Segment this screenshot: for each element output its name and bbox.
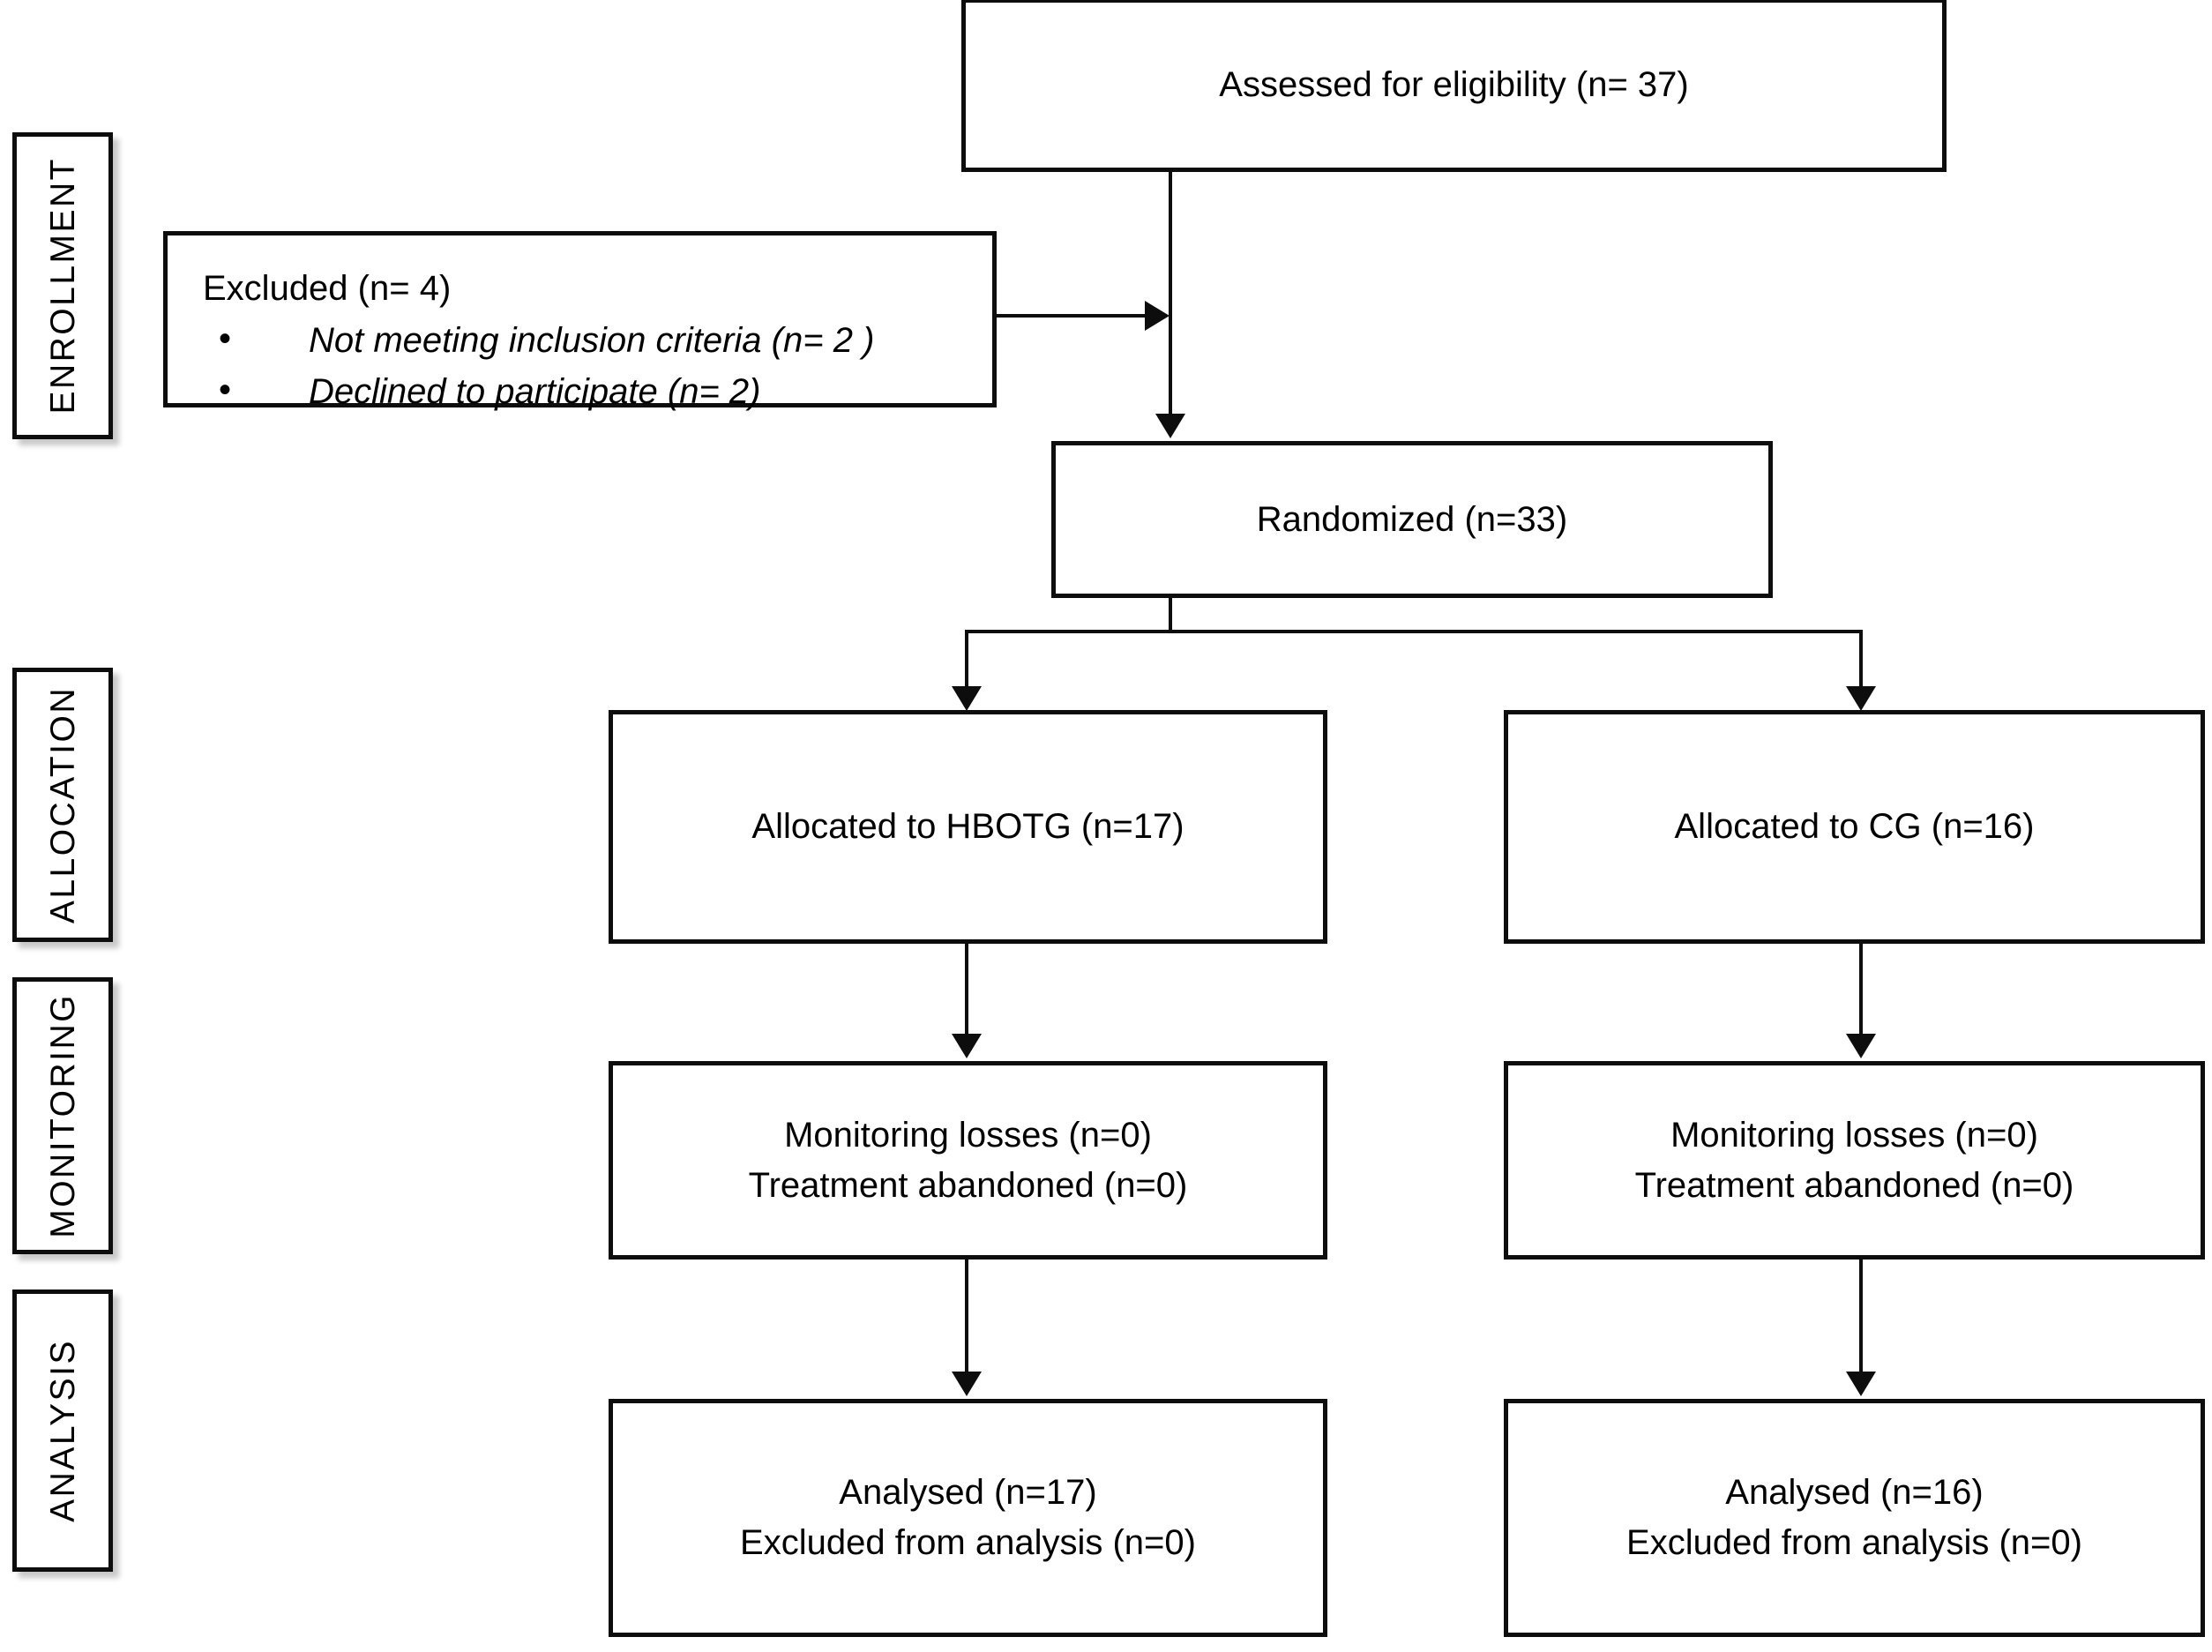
arrowhead-into-monitor-left [952, 1034, 982, 1058]
node-text: Monitoring losses (n=0) Treatment abando… [1634, 1115, 2074, 1205]
stage-label-text: ENROLLMENT [43, 157, 82, 415]
node-text: Analysed (n=17) Excluded from analysis (… [740, 1473, 1196, 1562]
connector-alloc-right-to-monitor-right [1859, 944, 1863, 1036]
node-analysed-cg: Analysed (n=16) Excluded from analysis (… [1504, 1399, 2205, 1637]
connector-fork-right-drop [1859, 630, 1863, 690]
arrowhead-into-randomized [1155, 414, 1185, 438]
stage-label-enrollment: ENROLLMENT [12, 132, 113, 439]
list-item: Declined to participate (n= 2) [203, 364, 992, 417]
node-text: Monitoring losses (n=0) Treatment abando… [748, 1115, 1188, 1205]
stage-label-analysis: ANALYSIS [12, 1289, 113, 1572]
list-item: Not meeting inclusion criteria (n= 2 ) [203, 313, 992, 366]
node-monitoring-cg: Monitoring losses (n=0) Treatment abando… [1504, 1061, 2205, 1260]
stage-label-text: ANALYSIS [43, 1339, 82, 1522]
node-text: Randomized (n=33) [1256, 499, 1568, 539]
excluded-reason-list: Not meeting inclusion criteria (n= 2 ) D… [203, 313, 992, 417]
excluded-title: Excluded (n= 4) [203, 269, 452, 308]
node-text: Analysed (n=16) Excluded from analysis (… [1626, 1473, 2082, 1562]
node-randomized: Randomized (n=33) [1051, 441, 1773, 598]
stage-label-monitoring: MONITORING [12, 977, 113, 1254]
connector-fork-left-drop [965, 630, 968, 690]
node-allocated-hbotg: Allocated to HBOTG (n=17) [609, 710, 1327, 944]
connector-randomized-fork-bar [965, 630, 1863, 633]
connector-alloc-left-to-monitor-left [965, 944, 968, 1036]
node-text: Allocated to CG (n=16) [1674, 807, 2035, 847]
stage-label-text: MONITORING [43, 993, 82, 1238]
node-excluded: Excluded (n= 4) Not meeting inclusion cr… [163, 231, 997, 415]
connector-randomized-stem [1169, 596, 1172, 632]
arrowhead-into-alloc-left [952, 686, 982, 711]
node-text: Allocated to HBOTG (n=17) [751, 807, 1184, 847]
node-allocated-cg: Allocated to CG (n=16) [1504, 710, 2205, 944]
stage-label-text: ALLOCATION [43, 685, 82, 924]
stage-label-allocation: ALLOCATION [12, 668, 113, 942]
arrowhead-into-alloc-right [1846, 686, 1876, 711]
node-analysed-hbotg: Analysed (n=17) Excluded from analysis (… [609, 1399, 1327, 1637]
arrowhead-into-analysis-left [952, 1372, 982, 1396]
node-text: Assessed for eligibility (n= 37) [1219, 65, 1689, 105]
connector-assessed-to-randomized [1169, 172, 1172, 415]
arrowhead-into-analysis-right [1846, 1372, 1876, 1396]
node-monitoring-hbotg: Monitoring losses (n=0) Treatment abando… [609, 1061, 1327, 1260]
arrowhead-excluded-to-spine [1145, 301, 1170, 331]
connector-monitor-right-to-analysis-right [1859, 1260, 1863, 1374]
node-assessed-for-eligibility: Assessed for eligibility (n= 37) [961, 0, 1947, 172]
connector-excluded-to-spine [997, 314, 1147, 318]
arrowhead-into-monitor-right [1846, 1034, 1876, 1058]
connector-monitor-left-to-analysis-left [965, 1260, 968, 1374]
